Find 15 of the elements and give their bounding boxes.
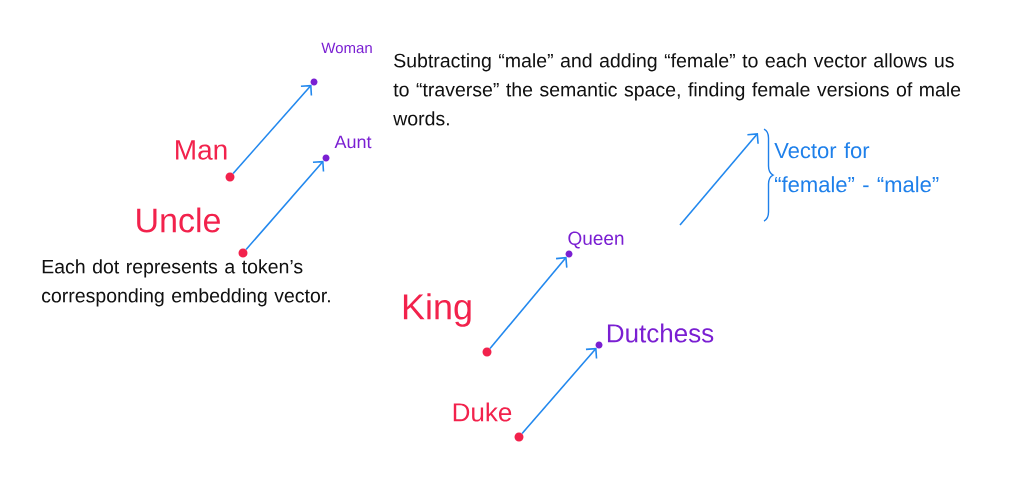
- word-label: Uncle: [137, 207, 220, 233]
- arrow: [489, 256, 568, 350]
- arrow: [245, 160, 325, 251]
- vector-label: Vector for “female” - “male”: [774, 142, 939, 193]
- word-label: Woman: [321, 42, 372, 54]
- arrow: [232, 84, 313, 175]
- word-label: King: [403, 293, 471, 327]
- description-text: Each dot represents a token’s corresponding embedding vector.: [42, 259, 330, 307]
- word-label: Duke: [453, 402, 512, 422]
- arrow: [521, 347, 598, 435]
- word-label: Queen: [568, 231, 624, 249]
- word-label: Dutchess: [607, 323, 714, 343]
- word-label: Aunt: [334, 135, 372, 149]
- description-text: Subtracting “male” and adding “female” to each vector allows us to “traverse” the semantic space, finding female versions of male words.: [393, 53, 961, 126]
- word-label: Man: [176, 140, 227, 160]
